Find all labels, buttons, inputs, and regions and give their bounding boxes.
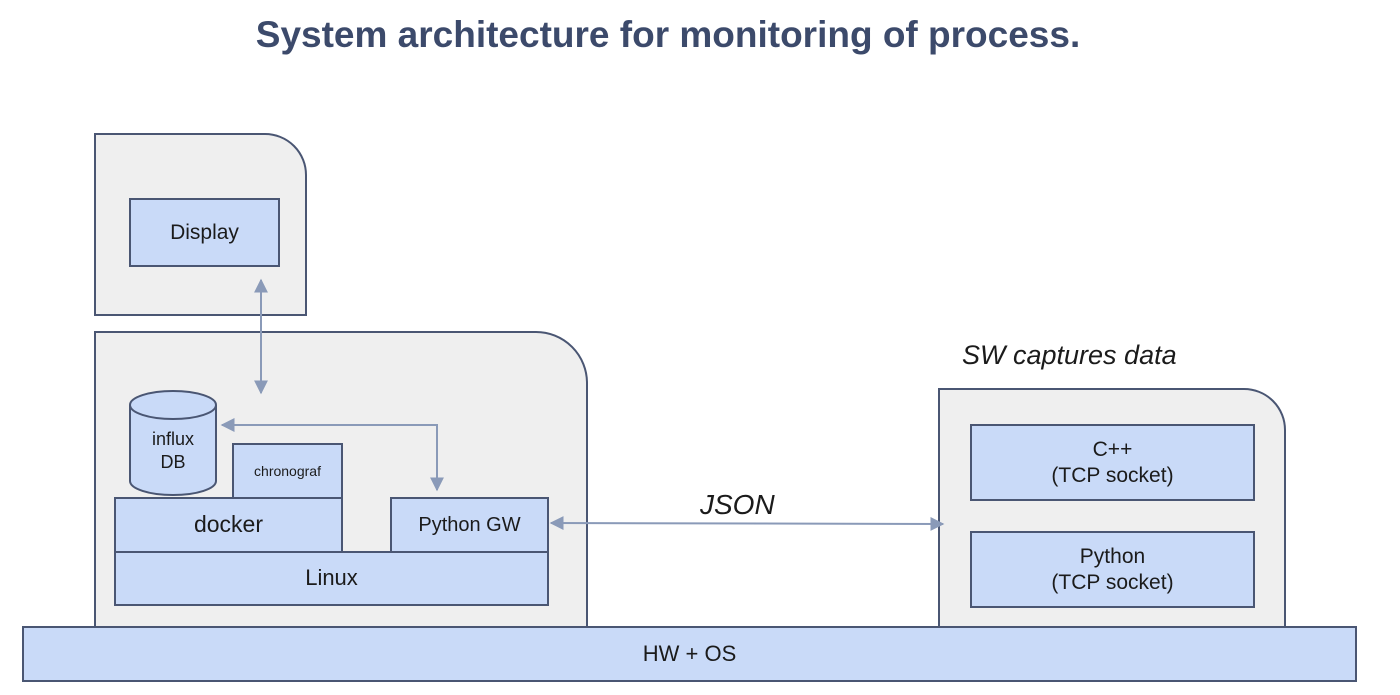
cpp-line1: C++ <box>1092 438 1133 462</box>
cpp-box: C++ (TCP socket) <box>970 424 1255 501</box>
docker-label: docker <box>193 511 264 538</box>
python-line2: (TCP socket) <box>1051 570 1174 594</box>
json-arrow <box>549 516 945 531</box>
hw-os-label: HW + OS <box>642 640 737 666</box>
display-label: Display <box>170 220 239 244</box>
python-gw-box: Python GW <box>390 497 549 553</box>
influx-db-line2: DB <box>160 452 186 473</box>
python-gw-label: Python GW <box>418 514 521 536</box>
capture-caption: SW captures data <box>962 340 1177 370</box>
docker-box: docker <box>114 497 343 553</box>
influx-db-line1: influx <box>151 429 195 449</box>
python-line1: Python <box>1079 545 1146 569</box>
linux-label: Linux <box>305 565 358 591</box>
influx-db-label: influx DB <box>130 428 216 475</box>
json-label: JSON <box>700 489 775 520</box>
python-box: Python (TCP socket) <box>970 531 1255 608</box>
display-box: Display <box>129 198 280 267</box>
chronograf-label: chronograf <box>254 462 321 479</box>
linux-box: Linux <box>114 551 549 606</box>
hw-os-box: HW + OS <box>22 626 1357 682</box>
page-title: System architecture for monitoring of pr… <box>255 14 1081 55</box>
cpp-line2: (TCP socket) <box>1051 463 1174 487</box>
chronograf-box: chronograf <box>232 443 343 499</box>
